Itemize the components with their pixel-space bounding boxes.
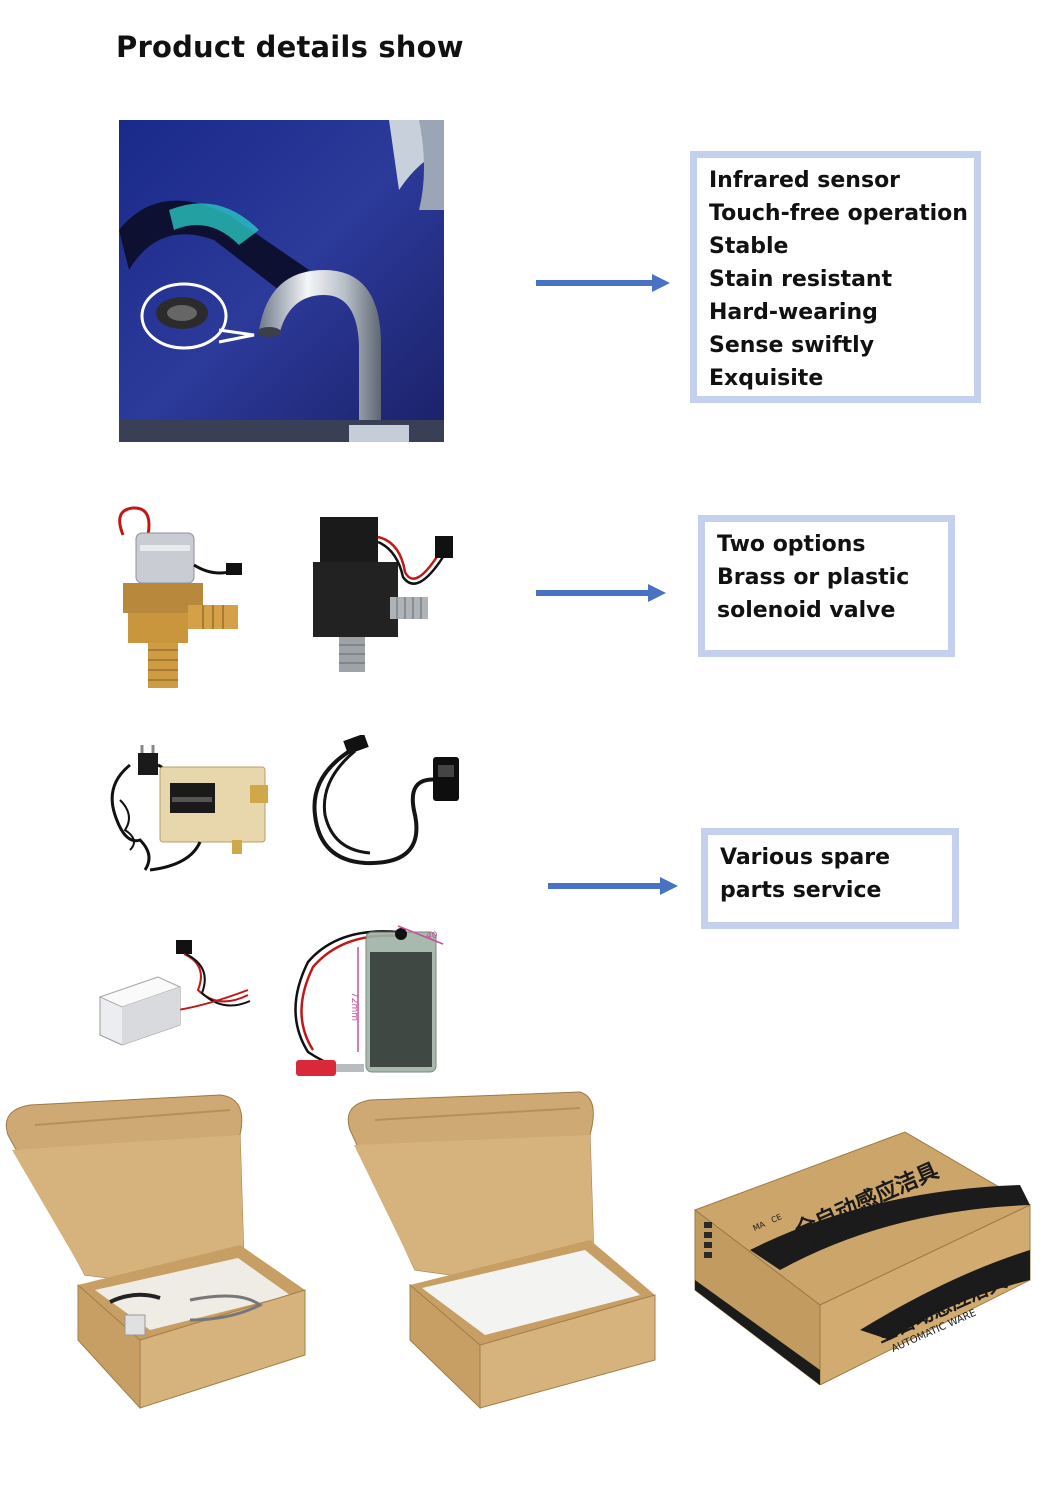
open-box-with-parts-image — [0, 1090, 310, 1410]
feature-item: Sense swiftly — [709, 333, 875, 358]
battery-width-label: 40 — [426, 931, 438, 941]
arrow-right-icon — [536, 274, 670, 292]
battery-box-image — [98, 935, 258, 1050]
feature-item: solenoid valve — [717, 598, 896, 623]
plastic-solenoid-valve-image — [305, 512, 465, 677]
feature-item: Hard-wearing — [709, 300, 878, 325]
battery-holder-image: 40 72mm — [278, 922, 450, 1092]
valve-options-box: Two options Brass or plastic solenoid va… — [698, 515, 955, 657]
feature-item: Infrared sensor — [709, 168, 901, 193]
open-box-with-foam-image — [340, 1090, 660, 1410]
feature-item: Stable — [709, 234, 789, 259]
feature-item: Two options — [717, 532, 866, 557]
arrow-right-icon — [548, 877, 678, 895]
feature-item: Brass or plastic — [717, 565, 910, 590]
closed-product-box-image: 全自动感应洁具 AUTOMATIC WARE MA CE 全自动感应洁具 AUT… — [690, 1130, 1035, 1385]
faucet-photo — [119, 120, 444, 442]
brass-solenoid-valve-image — [108, 505, 248, 695]
box-cert-mark: CE — [770, 1212, 783, 1225]
arrow-right-icon — [536, 584, 666, 602]
battery-height-label: 72mm — [349, 992, 359, 1021]
control-box-image — [100, 745, 280, 880]
page-title: Product details show — [116, 30, 464, 64]
feature-item: Various spare — [720, 845, 891, 870]
feature-item: Touch-free operation — [709, 201, 968, 226]
sensor-cable-image — [305, 735, 475, 870]
feature-list-box: Infrared sensor Touch-free operation Sta… — [690, 151, 981, 403]
spare-parts-box: Various spare parts service — [701, 828, 959, 929]
feature-item: Exquisite — [709, 366, 824, 391]
feature-item: Stain resistant — [709, 267, 893, 292]
feature-item: parts service — [720, 878, 882, 903]
